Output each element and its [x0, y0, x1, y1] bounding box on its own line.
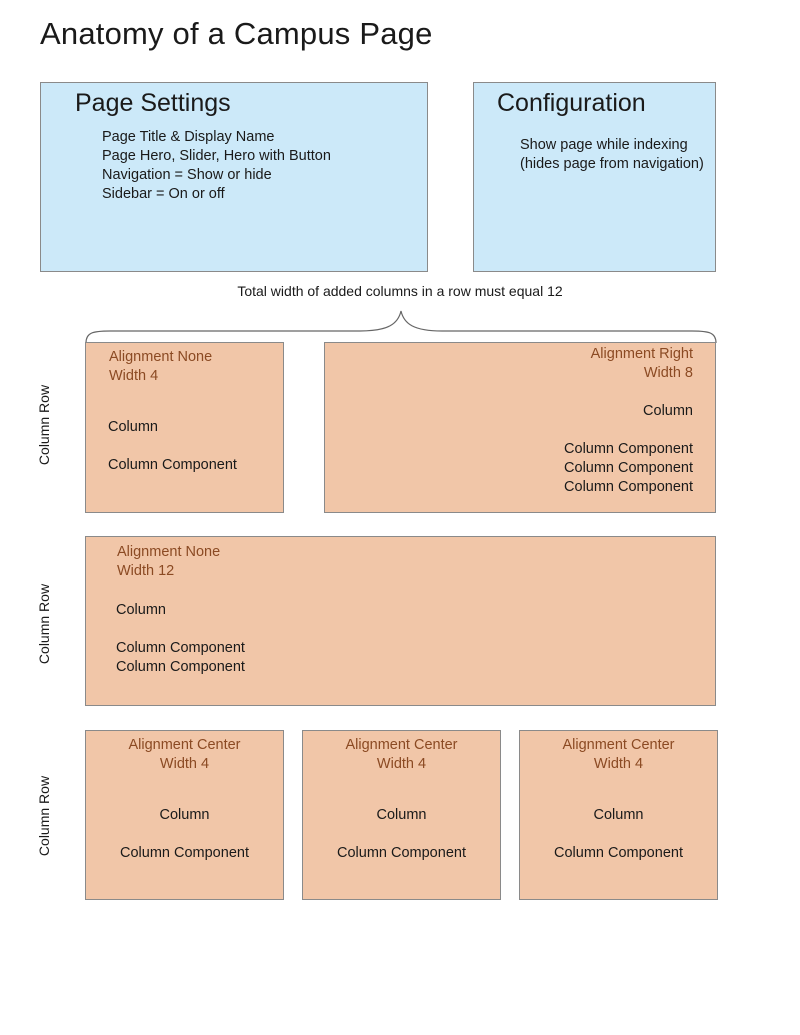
- column-label: Column: [116, 602, 166, 618]
- column-box: Alignment None Width 4 Column Column Com…: [85, 342, 284, 513]
- column-component: Column Component: [337, 845, 466, 861]
- row-label-1: Column Row: [36, 384, 52, 466]
- page-settings-item: Page Title & Display Name: [102, 129, 275, 145]
- width-note: Total width of added columns in a row mu…: [237, 283, 563, 299]
- curly-brace: [85, 310, 717, 344]
- configuration-item: (hides page from navigation): [520, 156, 704, 172]
- column-box: Alignment Right Width 8 Column Column Co…: [324, 342, 716, 513]
- column-label: Column: [159, 807, 210, 823]
- column-label: Column: [643, 403, 693, 419]
- configuration-box: Configuration Show page while indexing (…: [473, 82, 716, 272]
- column-component: Column Component: [564, 441, 693, 457]
- page-settings-heading: Page Settings: [75, 89, 231, 117]
- column-width: Width 4: [376, 756, 427, 772]
- configuration-heading: Configuration: [497, 89, 646, 117]
- column-component: Column Component: [116, 659, 245, 675]
- column-box: Alignment Center Width 4 Column Column C…: [519, 730, 718, 900]
- column-component: Column Component: [564, 460, 693, 476]
- column-alignment: Alignment Right: [590, 346, 693, 362]
- row-label-2: Column Row: [36, 583, 52, 665]
- column-component: Column Component: [108, 457, 237, 473]
- configuration-item: Show page while indexing: [520, 137, 688, 153]
- column-box: Alignment Center Width 4 Column Column C…: [85, 730, 284, 900]
- column-width: Width 4: [593, 756, 644, 772]
- page-settings-list: Page Title & Display Name Page Hero, Sli…: [102, 128, 331, 204]
- column-alignment: Alignment Center: [562, 737, 675, 753]
- column-width: Width 8: [643, 365, 693, 381]
- column-component: Column Component: [564, 479, 693, 495]
- column-alignment: Alignment Center: [128, 737, 241, 753]
- row-label-3: Column Row: [36, 775, 52, 857]
- page-settings-box: Page Settings Page Title & Display Name …: [40, 82, 428, 272]
- page-title: Anatomy of a Campus Page: [40, 16, 433, 51]
- page-settings-item: Navigation = Show or hide: [102, 167, 272, 183]
- column-component: Column Component: [116, 640, 245, 656]
- column-alignment: Alignment Center: [345, 737, 458, 753]
- column-alignment: Alignment None: [109, 349, 213, 365]
- column-label: Column: [376, 807, 427, 823]
- column-component: Column Component: [120, 845, 249, 861]
- page-settings-item: Page Hero, Slider, Hero with Button: [102, 148, 331, 164]
- column-label: Column: [593, 807, 644, 823]
- column-label: Column: [108, 419, 158, 435]
- column-width: Width 4: [109, 368, 159, 384]
- column-width: Width 12: [117, 563, 175, 579]
- column-component: Column Component: [554, 845, 683, 861]
- column-box: Alignment None Width 12 Column Column Co…: [85, 536, 716, 706]
- column-width: Width 4: [159, 756, 210, 772]
- configuration-list: Show page while indexing (hides page fro…: [520, 136, 704, 174]
- column-box: Alignment Center Width 4 Column Column C…: [302, 730, 501, 900]
- page-settings-item: Sidebar = On or off: [102, 186, 225, 202]
- column-alignment: Alignment None: [117, 544, 221, 560]
